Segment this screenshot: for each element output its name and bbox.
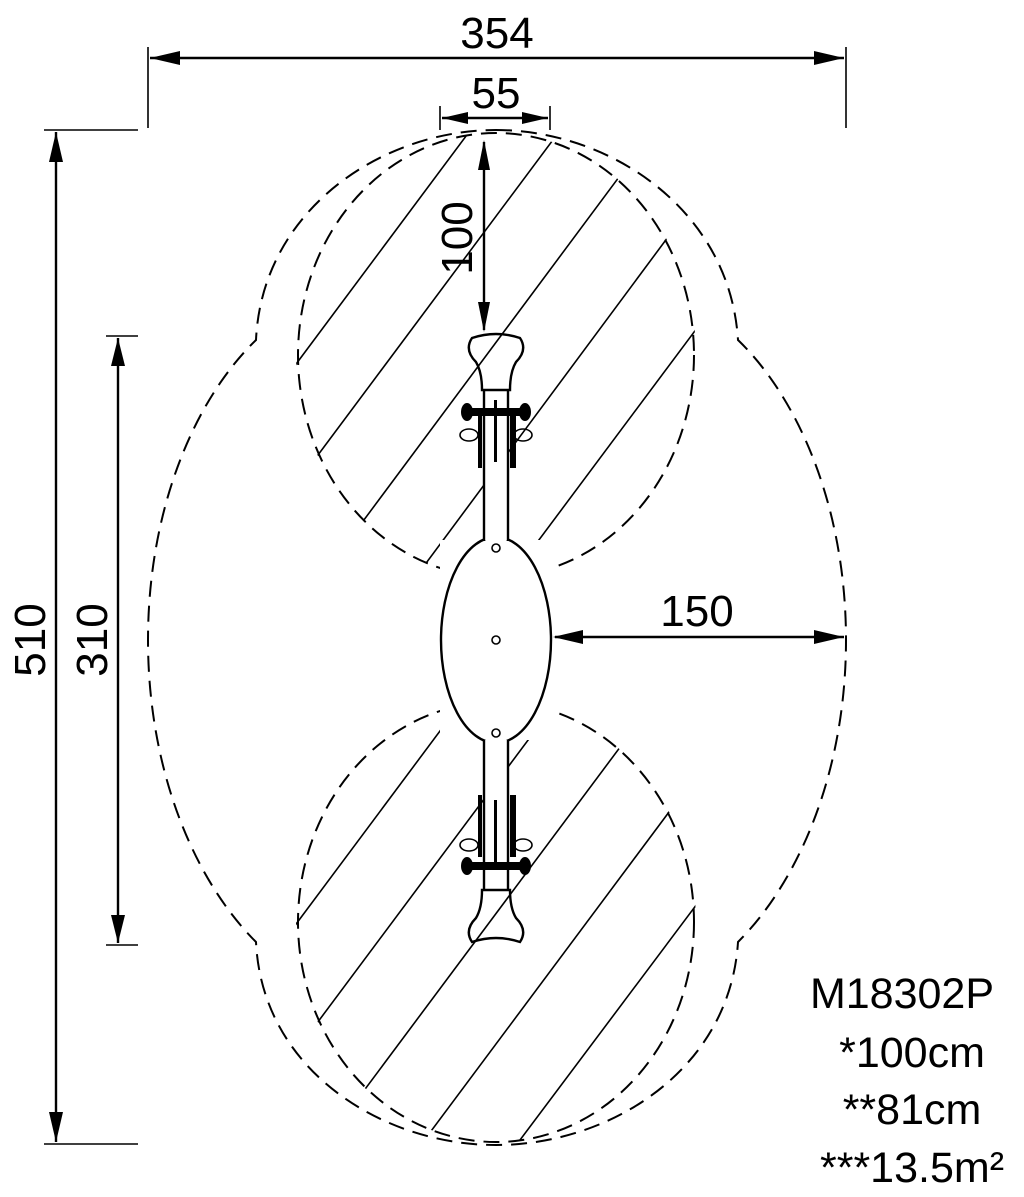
product-notes: M18302P *100cm **81cm ***13.5m² <box>810 970 1004 1192</box>
overall-width-label: 354 <box>460 9 533 58</box>
footrest-right-icon <box>513 428 533 442</box>
handle-grip-left-icon <box>461 403 473 421</box>
bolt-icon <box>491 543 501 553</box>
seesaw-centre-body <box>439 535 553 745</box>
footrest-right-icon <box>513 838 533 852</box>
dimension-equipment-length: 310 <box>68 335 138 946</box>
seat-bottom-icon <box>467 888 525 944</box>
side-clearance-label: 150 <box>660 587 733 636</box>
dimension-overall-length: 510 <box>6 129 138 1145</box>
handle-grip-right-icon <box>519 403 531 421</box>
seesaw-arm-bottom <box>459 740 533 944</box>
dimension-seat-width: 55 <box>439 69 551 130</box>
seat-width-label: 55 <box>472 69 521 118</box>
bolt-icon <box>491 728 501 738</box>
dimension-side-clearance: 150 <box>553 587 844 644</box>
equipment-length-label: 310 <box>68 603 117 676</box>
footrest-left-icon <box>459 838 479 852</box>
note-seat-height: **81cm <box>843 1086 982 1134</box>
dimension-overall-width: 354 <box>147 9 847 128</box>
seesaw-arm-top <box>459 332 533 541</box>
pivot-icon <box>491 635 501 645</box>
arrow-right-icon <box>814 51 844 65</box>
arrow-left-icon <box>150 51 180 65</box>
dimension-seat-clearance: 100 <box>433 140 490 332</box>
note-safety-area: ***13.5m² <box>820 1144 1004 1192</box>
handle-bar-icon <box>470 862 522 870</box>
product-code: M18302P <box>810 970 994 1018</box>
seat-clearance-label: 100 <box>433 201 482 274</box>
seat-top-icon <box>467 332 525 392</box>
handle-grip-left-icon <box>461 857 473 875</box>
outer-safety-zone <box>146 128 848 1147</box>
overall-length-label: 510 <box>6 603 55 676</box>
note-free-height: *100cm <box>839 1029 985 1077</box>
footrest-left-icon <box>459 428 479 442</box>
handle-grip-right-icon <box>519 857 531 875</box>
